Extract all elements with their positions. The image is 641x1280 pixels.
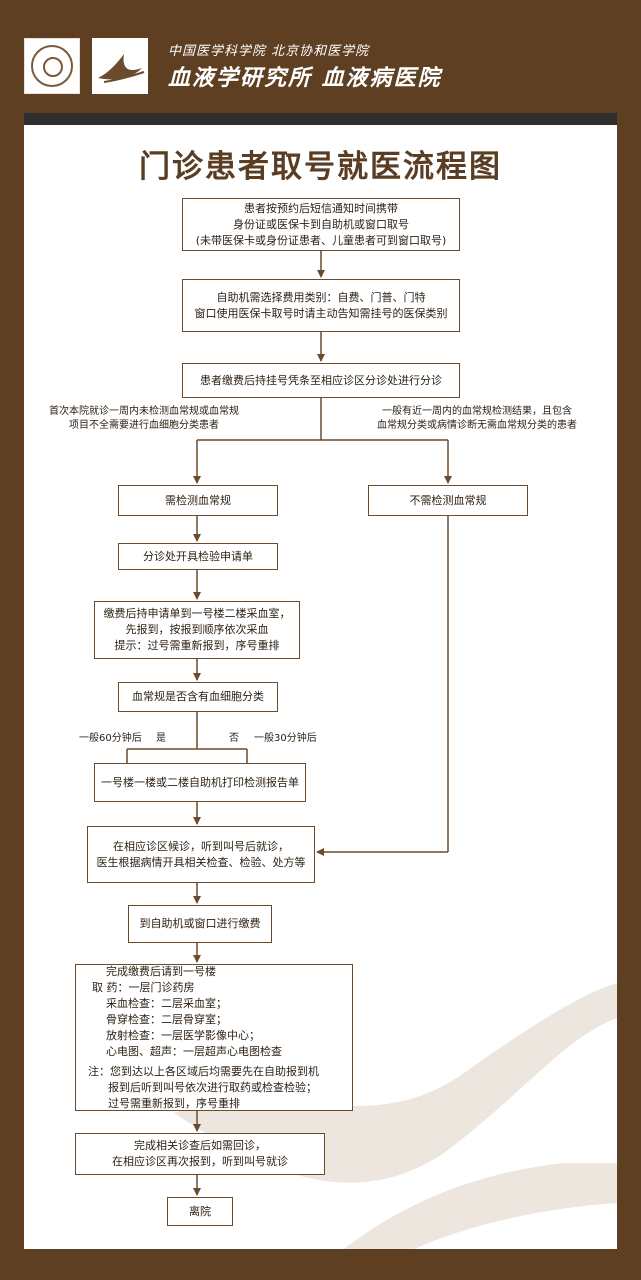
hospital-logo-mark [98, 54, 145, 83]
branch-note-left-line-2: 项目不全需要进行血细胞分类患者 [69, 420, 219, 431]
step-pay: 到自助机或窗口进行缴费 [128, 905, 272, 943]
dept-note-line-2: 报到后听到叫号依次进行取药或检查检验； [108, 1080, 317, 1094]
step-fee-category: 自助机需选择费用类别：自费、门普、门特 窗口使用医保卡取号时请主动告知需挂号的医… [182, 279, 460, 332]
institutions-text: 中国医学科学院 北京协和医学院 [168, 44, 370, 59]
step-return-visit-line-1: 完成相关诊查后如需回诊， [134, 1139, 266, 1152]
branch-note-right: 一般有近一周内的血常规检测结果，且包含 血常规分类或病情诊断无需血常规分类的患者 [352, 405, 602, 433]
seal-inner-ring [43, 57, 63, 77]
flowchart-panel: 门诊患者取号就医流程图 [24, 113, 617, 1249]
label-60-minutes: 一般60分钟后 [79, 733, 142, 744]
step-wait-consult-line-1: 在相应诊区候诊，听到叫号后就诊， [113, 839, 289, 853]
node-no-blood-test: 不需检测血常规 [368, 485, 528, 516]
step-triage: 患者缴费后持挂号凭条至相应诊区分诊处进行分诊 [182, 363, 460, 398]
hospital-logo [92, 38, 148, 94]
dept-line-6: 心电图、超声：一层超声心电图检查 [106, 1044, 282, 1058]
step-take-number-line-1: 患者按预约后短信通知时间携带 [244, 201, 398, 215]
step-blood-draw-line-2: 先报到，按报到顺序依次采血 [125, 623, 269, 636]
page-title: 门诊患者取号就医流程图 [139, 149, 502, 185]
dept-note-line-3: 过号需重新报到，序号重排 [108, 1096, 240, 1110]
step-take-number-line-2: 身份证或医保卡到自助机或窗口取号 [233, 217, 409, 231]
step-wait-consult: 在相应诊区候诊，听到叫号后就诊， 医生根据病情开具相关检查、检验、处方等 [87, 826, 315, 883]
dept-line-4: 骨穿检查：二层骨穿室； [106, 1012, 227, 1026]
step-blood-draw-line-1: 缴费后持申请单到一号楼二楼采血室， [103, 607, 291, 620]
branch-note-left: 首次本院就诊一周内未检测血常规或血常规 项目不全需要进行血细胞分类患者 [24, 405, 264, 433]
step-take-number-line-3: (未带医保卡或身份证患者、儿童患者可到窗口取号) [195, 233, 447, 247]
step-fee-category-line-1: 自助机需选择费用类别：自费、门普、门特 [216, 290, 426, 304]
dept-line-3: 采血检查：二层采血室； [106, 996, 227, 1010]
decision-cell-classification: 血常规是否含有血细胞分类 [118, 682, 278, 712]
academy-seal-logo [24, 38, 80, 94]
seal-outer-ring [31, 45, 73, 87]
step-leave: 离院 [167, 1197, 233, 1226]
hospital-name-text: 血液学研究所 血液病医院 [168, 66, 442, 91]
step-print-report: 一号楼一楼或二楼自助机打印检测报告单 [94, 763, 306, 802]
step-lab-request: 分诊处开具检验申请单 [118, 543, 278, 570]
step-departments: 完成缴费后请到一号楼 取 药：一层门诊药房 采血检查：二层采血室； 骨穿检查：二… [75, 964, 353, 1111]
label-30-minutes: 一般30分钟后 [254, 733, 317, 744]
step-blood-draw: 缴费后持申请单到一号楼二楼采血室， 先报到，按报到顺序依次采血 提示：过号需重新… [94, 601, 300, 659]
branch-note-left-line-1: 首次本院就诊一周内未检测血常规或血常规 [49, 406, 239, 417]
watermark-swoosh [174, 983, 617, 1249]
node-need-blood-test: 需检测血常规 [118, 485, 278, 516]
panel-top-bar [24, 113, 617, 125]
step-return-visit: 完成相关诊查后如需回诊， 在相应诊区再次报到，听到叫号就诊 [75, 1133, 325, 1175]
branch-note-right-line-2: 血常规分类或病情诊断无需血常规分类的患者 [377, 420, 577, 431]
step-fee-category-line-2: 窗口使用医保卡取号时请主动告知需挂号的医保类别 [194, 306, 448, 320]
dept-line-5: 放射检查：一层医学影像中心； [106, 1028, 260, 1042]
dept-note-line-1: 注：您到达以上各区域后均需要先在自助报到机 [88, 1064, 319, 1078]
header: 中国医学科学院 北京协和医学院 血液学研究所 血液病医院 [0, 0, 641, 112]
step-blood-draw-line-3: 提示：过号需重新报到，序号重排 [114, 639, 280, 652]
dept-line-1: 完成缴费后请到一号楼 [106, 964, 216, 978]
label-yes: 是 [156, 733, 166, 744]
step-wait-consult-line-2: 医生根据病情开具相关检查、检验、处方等 [96, 855, 306, 869]
step-triage-line-1: 患者缴费后持挂号凭条至相应诊区分诊处进行分诊 [200, 373, 442, 387]
dept-line-2: 取 药：一层门诊药房 [92, 980, 195, 994]
branch-note-right-line-1: 一般有近一周内的血常规检测结果，且包含 [382, 406, 572, 417]
label-no: 否 [229, 733, 239, 744]
step-return-visit-line-2: 在相应诊区再次报到，听到叫号就诊 [112, 1155, 288, 1168]
flow-connectors [123, 251, 452, 1196]
step-take-number: 患者按预约后短信通知时间携带 身份证或医保卡到自助机或窗口取号 (未带医保卡或身… [182, 198, 460, 251]
